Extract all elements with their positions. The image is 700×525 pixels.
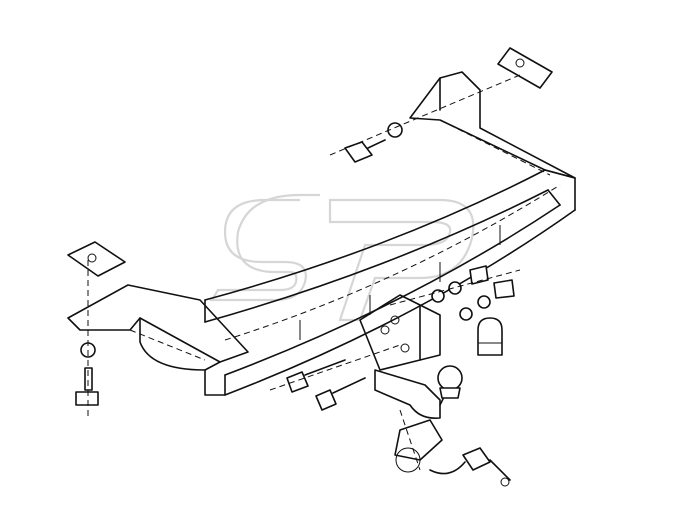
ball-cover bbox=[477, 317, 503, 356]
top-bolt-assembly bbox=[329, 74, 521, 163]
wiring-harness-plug bbox=[429, 447, 511, 487]
left-mounting-bracket bbox=[67, 284, 249, 396]
right-backing-plate bbox=[497, 47, 553, 89]
left-bolt-assembly bbox=[75, 260, 99, 420]
main-crossbeam bbox=[204, 169, 576, 396]
nut-washer-hardware bbox=[389, 265, 521, 321]
right-mounting-bracket bbox=[409, 71, 576, 179]
electrical-socket bbox=[394, 409, 443, 473]
lower-bolt-assembly bbox=[269, 344, 401, 411]
tow-ball bbox=[374, 365, 463, 420]
left-backing-plate bbox=[67, 241, 126, 277]
ball-mount-plate bbox=[359, 294, 441, 371]
